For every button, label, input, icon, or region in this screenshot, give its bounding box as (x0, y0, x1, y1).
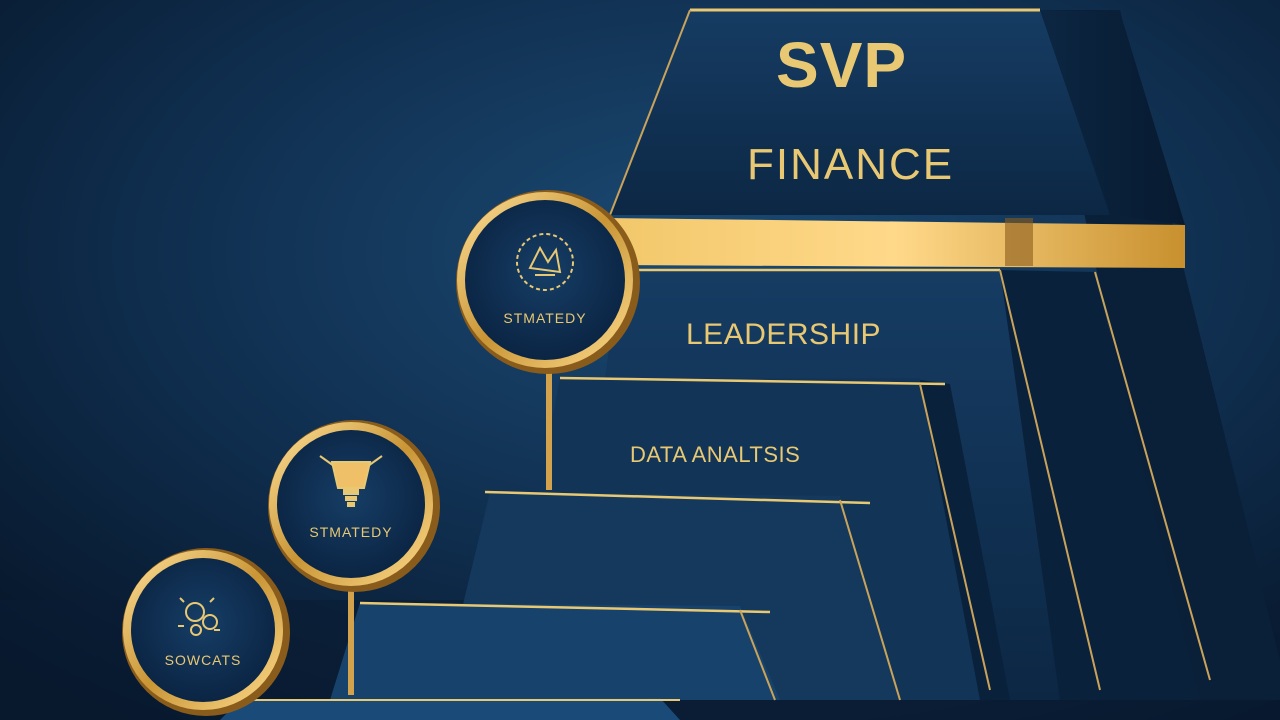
step-label-leadership: LEADERSHIP (686, 318, 882, 351)
badge-label-middle: STMATEDY (309, 524, 393, 540)
gold-band (605, 218, 1185, 268)
trophy-icon (319, 455, 383, 507)
badge-middle (268, 420, 440, 592)
gears-icon (178, 597, 220, 636)
fourth-step (330, 603, 780, 700)
badge-bottom (122, 548, 290, 716)
leadership-block-side (1000, 270, 1200, 700)
post-top (546, 370, 552, 490)
top-block-side (1040, 10, 1185, 225)
badge-top (456, 190, 640, 374)
top-block-face (610, 10, 1110, 215)
brain-icon (516, 233, 574, 291)
step-label-data-analysis: DATA ANALTSIS (630, 442, 801, 467)
title-svp: SVP (776, 29, 908, 101)
bottom-step (220, 698, 680, 720)
badge-label-bottom: SOWCATS (164, 652, 242, 668)
badge-label-top: STMATEDY (503, 310, 587, 326)
post-middle (348, 585, 354, 695)
subtitle-finance: FINANCE (747, 140, 955, 189)
